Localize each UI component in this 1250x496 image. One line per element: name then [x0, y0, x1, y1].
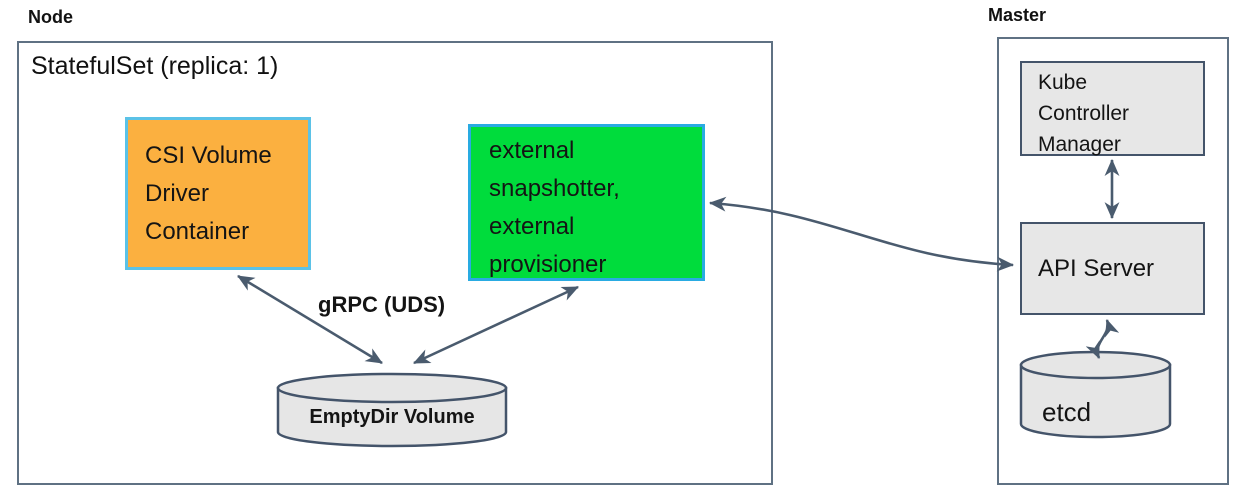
kube-controller-manager-box: Kube Controller Manager [1020, 61, 1205, 156]
sidecar-box-line: provisioner [489, 251, 607, 278]
master-section-label: Master [988, 5, 1047, 25]
kcm-box-line: Kube [1038, 71, 1088, 94]
statefulset-title: StatefulSet (replica: 1) [31, 52, 279, 80]
sidecar-box-line: external [489, 213, 575, 240]
etcd-label: etcd [1042, 397, 1092, 427]
kcm-box-line: Controller [1038, 102, 1130, 125]
csi-box-line: Driver [145, 180, 209, 207]
kcm-box-line: Manager [1038, 133, 1121, 156]
external-sidecars-box: external snapshotter, external provision… [468, 124, 705, 281]
emptydir-volume-label: EmptyDir Volume [309, 406, 475, 428]
sidecar-box-line: external [489, 137, 575, 164]
csi-box-line: Container [145, 218, 250, 245]
sidecar-box-line: snapshotter, [489, 175, 620, 202]
csi-volume-driver-box: CSI Volume Driver Container [125, 117, 311, 270]
api-server-box: API Server [1020, 222, 1205, 315]
csi-box-line: CSI Volume [145, 142, 272, 169]
grpc-uds-label: gRPC (UDS) [318, 292, 446, 317]
api-server-label: API Server [1038, 254, 1155, 282]
node-section-label: Node [28, 7, 73, 27]
